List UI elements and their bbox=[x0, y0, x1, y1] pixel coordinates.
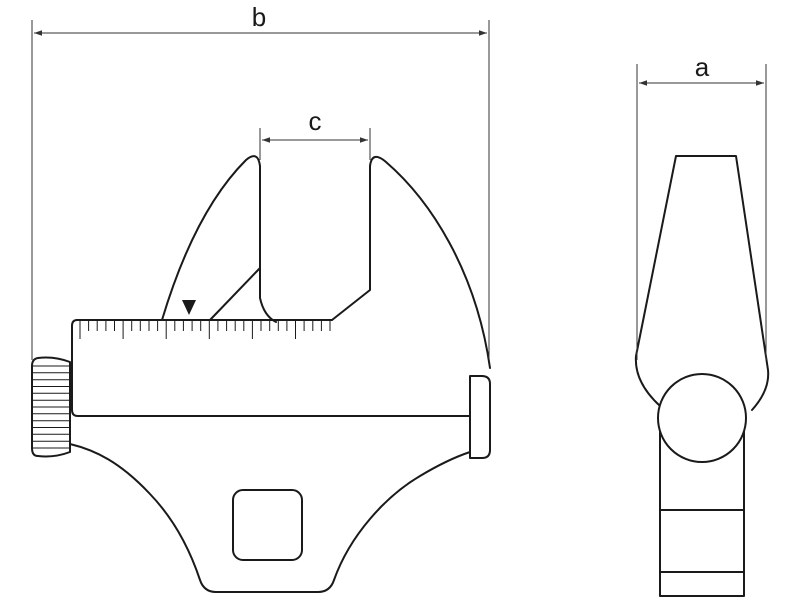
scale-pointer-icon bbox=[182, 300, 196, 315]
dimension-c: c bbox=[259, 106, 371, 160]
fixed-jaw-outline bbox=[161, 155, 277, 323]
dimension-b: b bbox=[31, 2, 490, 360]
knurled-knob bbox=[31, 356, 71, 458]
dimension-a-label: a bbox=[695, 52, 710, 82]
dimension-c-label: c bbox=[309, 106, 322, 136]
movable-jaw-outline bbox=[331, 155, 491, 369]
fixed-jaw-inner-edge bbox=[209, 267, 261, 321]
wrench-side-view bbox=[634, 155, 770, 597]
scale-bar bbox=[71, 319, 471, 417]
right-end-cap bbox=[469, 375, 491, 459]
side-jaw-profile bbox=[634, 155, 770, 411]
dimension-b-label: b bbox=[252, 2, 266, 32]
side-pivot-circle bbox=[657, 373, 747, 463]
wrench-lower-body bbox=[69, 443, 471, 593]
dimension-a: a bbox=[636, 52, 767, 360]
square-drive-hole bbox=[232, 489, 303, 561]
scale-ticks bbox=[79, 321, 331, 339]
wrench-front-view bbox=[31, 155, 491, 593]
knurl-ridges bbox=[33, 365, 69, 449]
